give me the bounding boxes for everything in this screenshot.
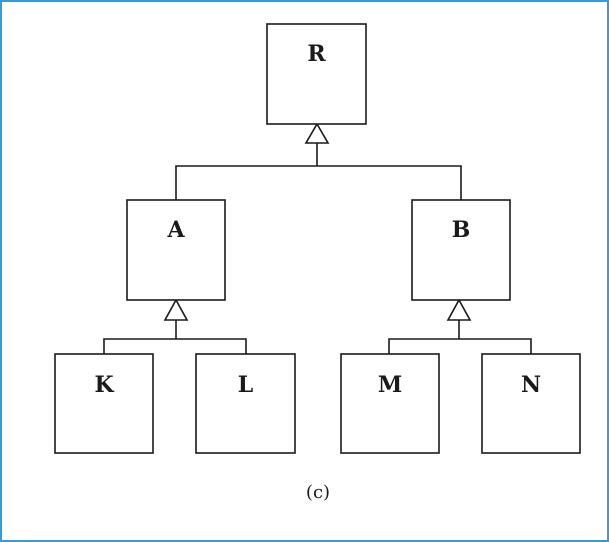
node-k-label: K <box>94 372 114 398</box>
node-r-label: R <box>307 41 326 67</box>
node-l: L <box>195 353 296 454</box>
node-b: B <box>411 199 511 301</box>
edge-b-to-root <box>317 165 462 200</box>
node-m-label: M <box>378 372 402 398</box>
node-k: K <box>54 353 154 454</box>
node-a: A <box>126 199 226 301</box>
figure-caption: (c) <box>306 482 330 503</box>
node-a-label: A <box>166 217 185 243</box>
edge-group-b <box>388 298 532 354</box>
inheritance-arrow-b <box>446 298 472 321</box>
node-l-label: L <box>238 372 253 398</box>
node-n-box <box>481 353 581 454</box>
node-m: M <box>340 353 440 454</box>
node-a-box <box>126 199 226 301</box>
edge-group-a <box>103 298 247 354</box>
node-n: N <box>481 353 581 454</box>
node-b-box <box>411 199 511 301</box>
edge-n-to-b <box>459 338 532 354</box>
edge-m-to-b <box>388 338 459 354</box>
node-n-label: N <box>521 372 541 398</box>
node-l-box <box>195 353 296 454</box>
edge-k-to-a <box>103 338 176 354</box>
inheritance-arrow-a <box>163 298 189 321</box>
edge-a-to-root <box>175 165 317 200</box>
node-r: R <box>266 23 367 125</box>
inheritance-arrow-root <box>304 122 330 144</box>
node-m-box <box>340 353 440 454</box>
node-r-box <box>266 23 367 125</box>
node-k-box <box>54 353 154 454</box>
edge-l-to-a <box>176 338 247 354</box>
edge-group-root <box>175 122 462 200</box>
node-b-label: B <box>452 217 471 243</box>
